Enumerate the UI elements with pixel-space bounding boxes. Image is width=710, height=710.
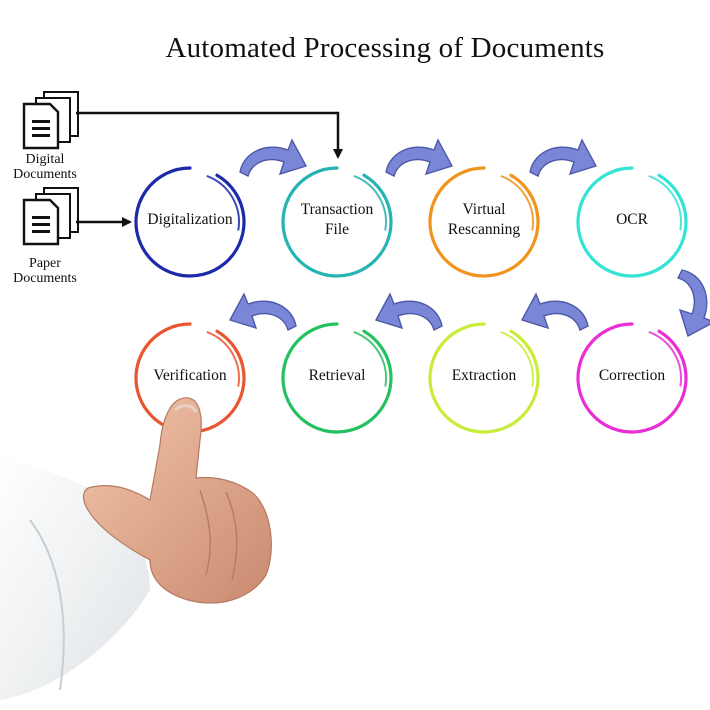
step-circle-tail: [648, 331, 682, 387]
step-circle-transaction-file: [281, 166, 393, 278]
source-label-line: Documents: [13, 271, 77, 286]
step-label-ocr: OCR: [572, 210, 692, 230]
step-label-line: Correction: [598, 367, 666, 384]
step-label-line: Rescanning: [447, 221, 521, 238]
step-circle-tail: [206, 175, 240, 231]
step-circle-tail: [353, 175, 387, 231]
document-stack-icon: [22, 91, 79, 150]
step-label-line: Extraction: [451, 367, 517, 384]
step-circle-ocr: [576, 166, 688, 278]
step-circle-virtual-rescanning: [428, 166, 540, 278]
step-circle-retrieval: [281, 322, 393, 434]
step-circle-digitalization: [134, 166, 246, 278]
step-circle-extraction: [428, 322, 540, 434]
curved-arrow-icon: [239, 138, 308, 178]
step-label-correction: Correction: [572, 366, 692, 386]
step-label-line: Virtual: [462, 201, 506, 218]
source-label-line: Digital: [25, 152, 65, 167]
step-label-line: OCR: [616, 211, 648, 228]
step-circle-tail: [206, 331, 240, 387]
digital-to-transaction-arrow: [76, 111, 343, 159]
pointing-hand-image: [0, 397, 272, 700]
curved-arrow-icon: [529, 138, 598, 178]
curved-arrow-icon: [228, 292, 297, 332]
step-circle-tail: [500, 175, 534, 231]
curved-arrow-icon: [520, 292, 589, 332]
step-label-line: Retrieval: [308, 367, 366, 384]
source-label-line: Documents: [13, 167, 77, 182]
step-label-retrieval: Retrieval: [277, 366, 397, 386]
step-label-line: File: [324, 221, 350, 238]
source-label-line: Paper: [29, 256, 61, 271]
curved-arrow-icon: [374, 292, 443, 332]
step-circle-tail: [500, 331, 534, 387]
step-label-line: Digitalization: [147, 211, 233, 228]
document-stack-icon: [22, 187, 79, 246]
step-label-digitalization: Digitalization: [130, 210, 250, 230]
step-circle-tail: [648, 175, 682, 231]
step-label-line: Verification: [153, 367, 227, 384]
step-label-verification: Verification: [130, 366, 250, 386]
step-label-extraction: Extraction: [424, 366, 544, 386]
diagram-title: Automated Processing of Documents: [165, 32, 605, 64]
step-label-line: Transaction: [300, 201, 374, 218]
curved-arrow-icon: [385, 138, 454, 178]
step-circle-tail: [353, 331, 387, 387]
curved-arrow-icon: [676, 269, 710, 338]
step-circle-correction: [576, 322, 688, 434]
